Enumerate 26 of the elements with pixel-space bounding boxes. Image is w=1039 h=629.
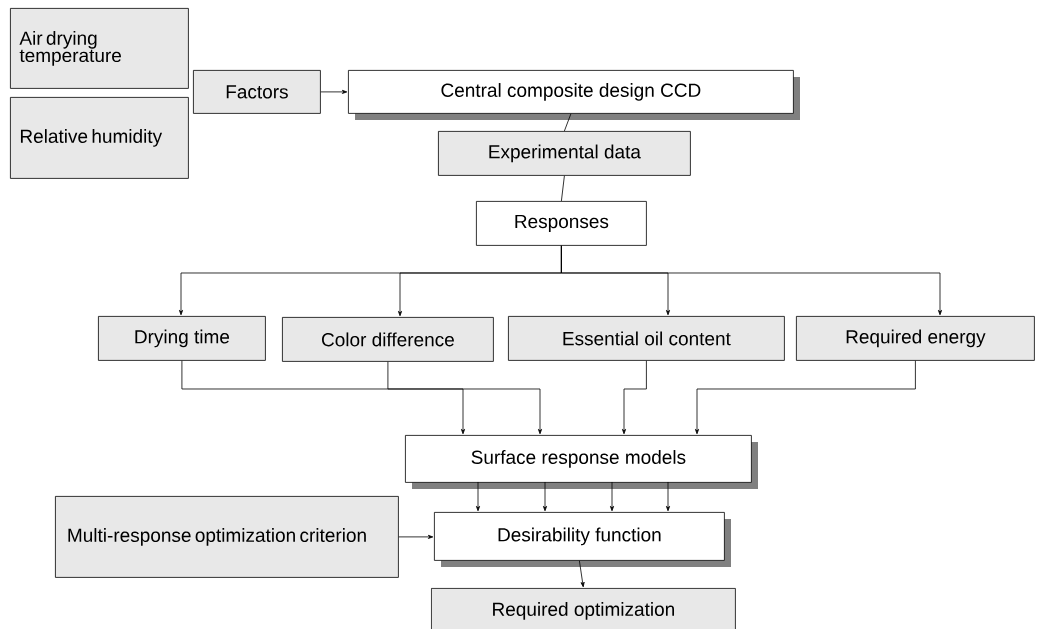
arrow: [398, 534, 434, 539]
input-box: Relative humidity: [10, 97, 189, 179]
arrow: [561, 245, 942, 316]
input-box: Drying time: [98, 316, 266, 361]
input-box: Color difference: [282, 317, 494, 362]
input-box: Required energy: [796, 316, 1035, 361]
arrow: [320, 89, 348, 94]
arrow: [622, 360, 647, 435]
process-box: Responses: [476, 201, 647, 246]
process-box: Desirability function: [434, 512, 731, 567]
arrow: [181, 360, 465, 435]
input-box: Required optimization: [431, 588, 736, 629]
input-box: Air drying temperature: [10, 8, 189, 89]
input-box: Factors: [193, 70, 321, 114]
arrow: [476, 481, 480, 512]
arrow: [543, 481, 547, 512]
arrow: [610, 481, 614, 512]
input-box: Experimental data: [438, 131, 691, 176]
process-box: Surface response models: [405, 435, 758, 489]
process-box: Central composite design CCD: [348, 70, 800, 120]
arrow: [387, 361, 542, 435]
arrow: [579, 560, 585, 588]
input-box: Essential oil content: [508, 316, 785, 361]
arrow: [666, 481, 670, 512]
input-box: Multi-response optimization criterion: [55, 496, 399, 578]
arrow: [695, 360, 916, 435]
